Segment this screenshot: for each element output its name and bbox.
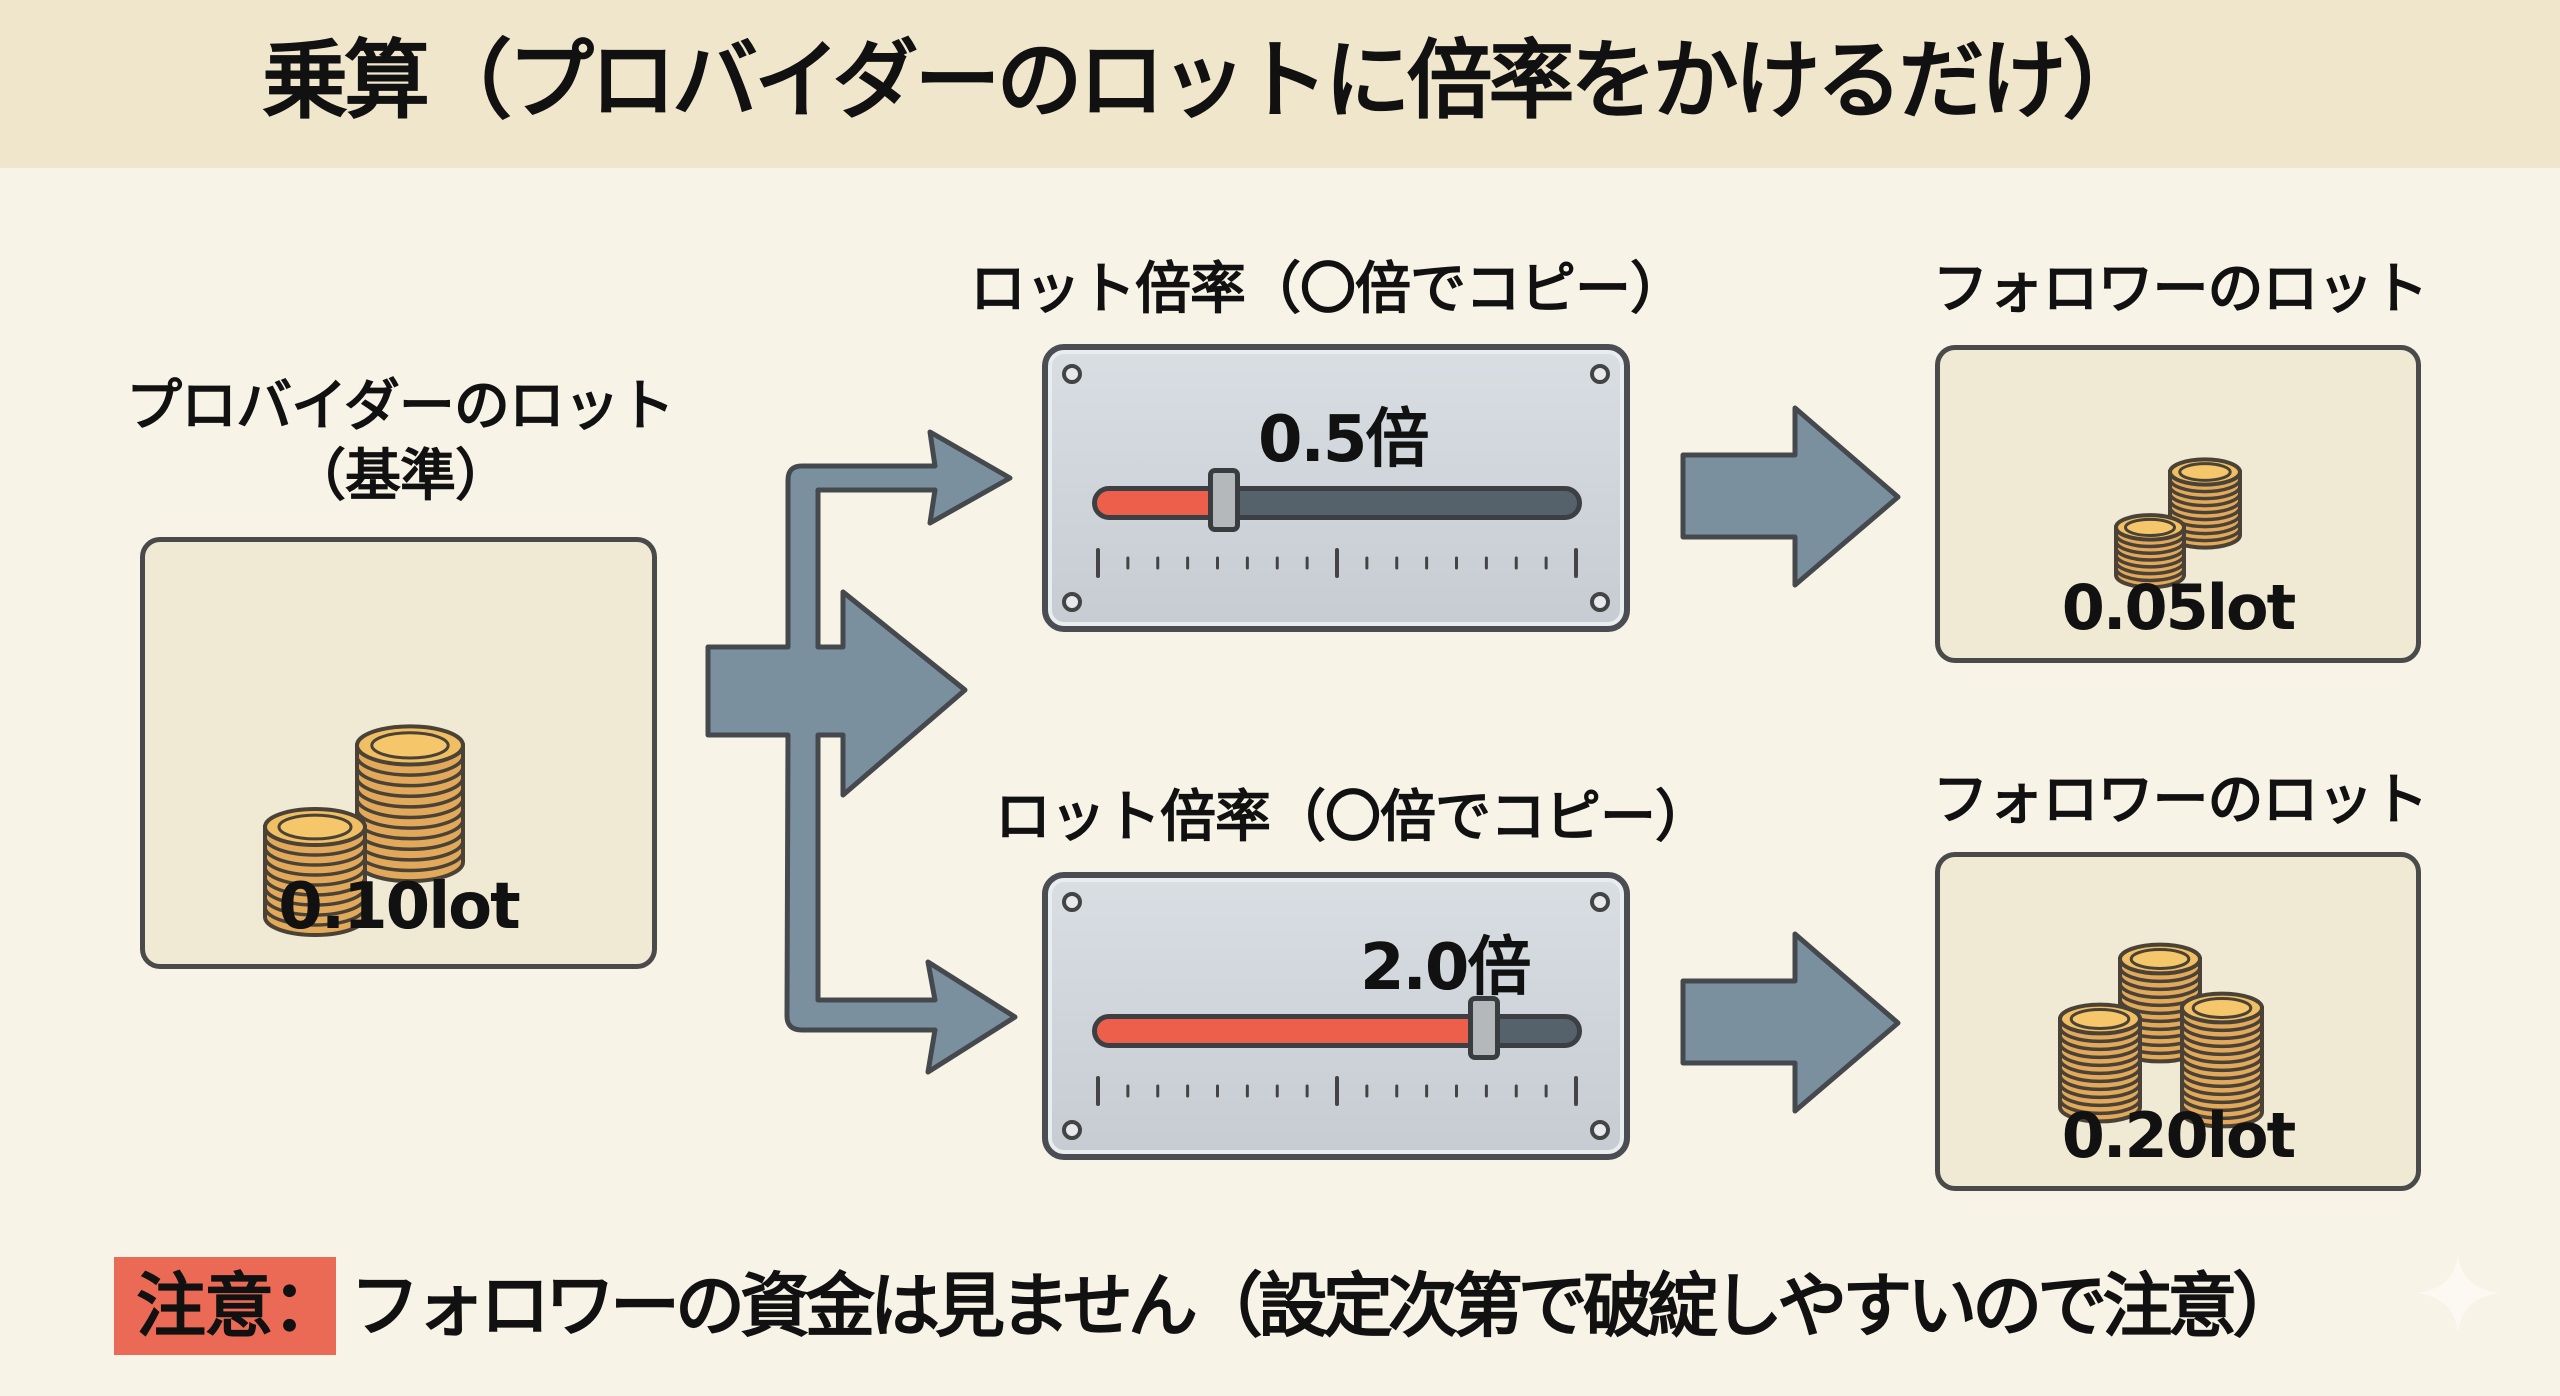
slider-knob[interactable] [1208, 468, 1241, 532]
provider-label-line2: （基準） [290, 444, 511, 509]
provider-lot-box: 0.10lot [140, 537, 657, 969]
branch-arrow-icon [705, 429, 1018, 1075]
screw-icon [1590, 1120, 1610, 1140]
screw-icon [1062, 592, 1082, 612]
provider-lot-value: 0.10lot [278, 870, 520, 944]
slider-fill [1097, 491, 1227, 515]
slider-knob[interactable] [1468, 996, 1500, 1060]
arrow-right-bottom-icon [1680, 931, 1901, 1114]
slider-scale [1096, 548, 1578, 578]
screw-icon [1062, 1120, 1082, 1140]
slider-scale [1096, 1076, 1578, 1106]
screw-icon [1062, 892, 1082, 912]
screw-icon [1590, 364, 1610, 384]
slider-fill [1097, 1019, 1481, 1043]
follower-lot-value: 0.05lot [2061, 571, 2296, 644]
warning-tag: 注意： [114, 1257, 342, 1355]
arrow-right-top-icon [1680, 405, 1901, 588]
title-band: 乗算（プロバイダーのロットに倍率をかけるだけ） [0, 0, 2560, 168]
coin-stack [2058, 1002, 2142, 1124]
multiplier-label-bottom: ロット倍率（〇倍でコピー） [995, 785, 1711, 850]
screw-icon [1590, 892, 1610, 912]
screw-icon [1062, 364, 1082, 384]
screw-icon [1590, 592, 1610, 612]
coin-stack [355, 724, 465, 884]
coin-stacks-icon [2058, 942, 2264, 1129]
multiplier-label-top: ロット倍率（〇倍でコピー） [970, 257, 1686, 322]
multiplier-panel-top: 0.5倍 [1042, 344, 1630, 632]
multiplier-value: 0.5倍 [1258, 403, 1429, 477]
provider-label-line1: プロバイダーのロット [126, 374, 675, 439]
follower-lot-box-top: 0.05lot [1935, 345, 2421, 663]
coin-stack [2168, 457, 2242, 550]
coin-stack [2114, 513, 2186, 590]
coin-stacks-icon [2114, 457, 2242, 590]
multiplier-value: 2.0倍 [1360, 931, 1531, 1005]
slider-track[interactable] [1092, 486, 1582, 520]
multiplier-panel-bottom: 2.0倍 [1042, 872, 1630, 1160]
coin-stacks-icon [263, 724, 465, 937]
follower-label-bottom: フォロワーのロット [1932, 768, 2429, 833]
warning-text: フォロワーの資金は見ません（設定次第で破綻しやすいので注意） [350, 1265, 2302, 1347]
coin-stack [263, 807, 367, 937]
page-title: 乗算（プロバイダーのロットに倍率をかけるだけ） [262, 31, 2149, 131]
provider-label: プロバイダーのロット （基準） [100, 372, 700, 512]
slider-track[interactable] [1092, 1014, 1582, 1048]
follower-lot-box-bottom: 0.20lot [1935, 852, 2421, 1191]
follower-label-top: フォロワーのロット [1932, 257, 2429, 322]
follower-lot-value: 0.20lot [2061, 1099, 2296, 1172]
coin-stack [2180, 991, 2264, 1129]
warning-tag-label: 注意： [136, 1265, 342, 1347]
